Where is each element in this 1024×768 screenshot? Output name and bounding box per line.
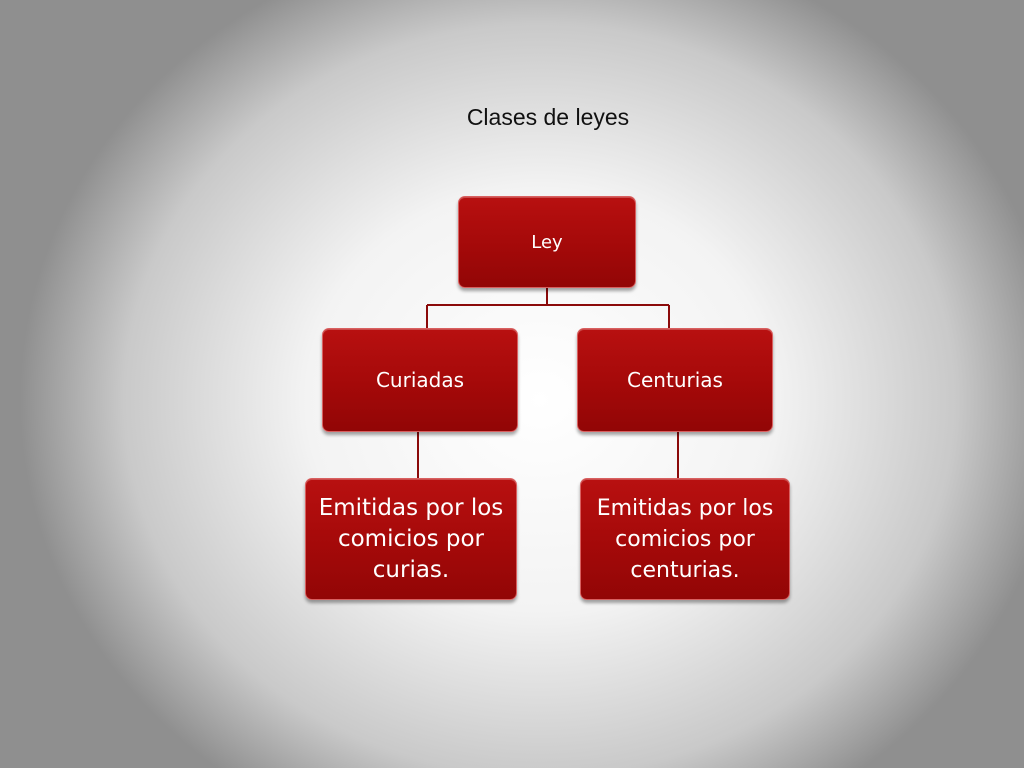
node-curiadas-description-text: Emitidas por los comicios por curias. <box>318 494 504 583</box>
node-centurias-label: Centurias <box>627 368 723 392</box>
node-curiadas: Curiadas <box>322 328 518 432</box>
slide-title: Clases de leyes <box>466 104 630 130</box>
node-curiadas-label: Curiadas <box>375 368 465 392</box>
node-centurias-description: Emitidas por los comicios por centurias. <box>580 478 790 600</box>
node-curiadas-description: Emitidas por los comicios por curias. <box>305 478 517 600</box>
node-ley-label: Ley <box>531 231 563 253</box>
node-centurias-description-text: Emitidas por los comicios por centurias. <box>596 495 774 583</box>
node-ley: Ley <box>458 196 636 288</box>
node-centurias: Centurias <box>577 328 773 432</box>
